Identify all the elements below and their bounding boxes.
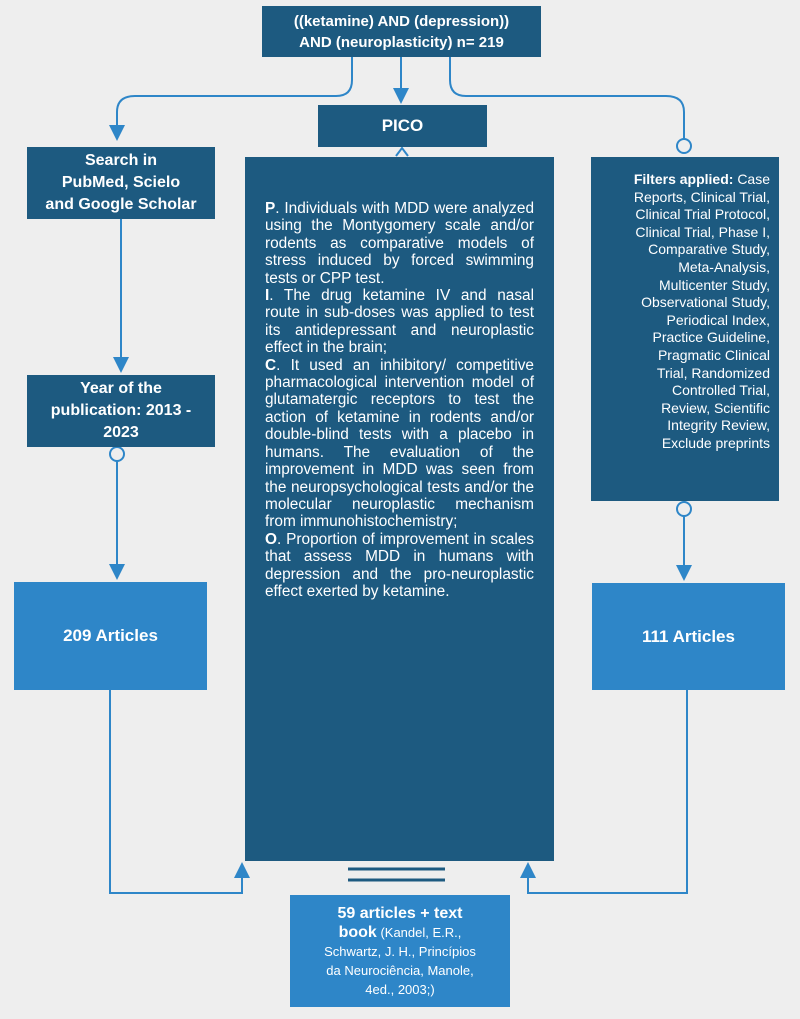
query-to-search-arrow (109, 57, 353, 141)
pico-criteria-text: P. Individuals with MDD were analyzed us… (265, 200, 534, 600)
final-line-3: Schwartz, J. H., Princípios (324, 943, 476, 959)
query-to-filters-line (449, 57, 685, 139)
year-line-2: publication: 2013 - (50, 402, 192, 419)
filters-connector-node (676, 138, 692, 154)
criterion-population: P. Individuals with MDD were analyzed us… (265, 200, 534, 287)
year-connector-node (109, 446, 125, 462)
filters-line: Observational Study, (641, 294, 770, 311)
query-line-1: ((ketamine) AND (depression)) (293, 12, 510, 30)
pico-criteria-box: P. Individuals with MDD were analyzed us… (245, 157, 554, 861)
right-results-count: 111 Articles (642, 626, 735, 646)
pico-title-box: PICO (318, 105, 487, 147)
filters-line: Integrity Review, (667, 417, 770, 434)
filters-applied-box: Filters applied: Case Reports, Clinical … (591, 157, 779, 501)
publication-year-box: Year of the publication: 2013 - 2023 (27, 375, 215, 447)
final-selection-box: 59 articles + text book (Kandel, E.R., S… (290, 895, 510, 1007)
criterion-intervention: I. The drug ketamine IV and nasal route … (265, 287, 534, 357)
filters-line: Periodical Index, (666, 311, 770, 328)
pico-pointer-icon (395, 146, 409, 157)
left-results-count: 209 Articles (63, 626, 158, 645)
filters-text: Filters applied: Case Reports, Clinical … (597, 171, 770, 453)
search-sources-box: Search in PubMed, Scielo and Google Scho… (27, 147, 215, 219)
filters-line: Comparative Study, (648, 241, 770, 258)
left-results-box: 209 Articles (14, 582, 207, 690)
filters-first-line: Filters applied: Case (633, 171, 770, 187)
final-line-4: da Neurociência, Manole, (326, 962, 474, 978)
query-line-2: AND (neuroplasticity) n= 219 (299, 33, 504, 51)
final-line-1: 59 articles + text (337, 904, 463, 922)
filters-line: Pragmatic Clinical (657, 346, 770, 363)
filters-line: Trial, Randomized (656, 364, 770, 381)
criterion-outcome: O. Proportion of improvement in scales t… (265, 530, 534, 600)
search-line-2: PubMed, Scielo (61, 174, 181, 191)
filters-line: Multicenter Study, (658, 276, 770, 293)
filters-label: Filters applied: (633, 171, 734, 187)
year-line-3: 2023 (103, 424, 139, 441)
search-line-3: and Google Scholar (45, 196, 197, 213)
final-line-5: 4ed., 2003;) (365, 981, 435, 997)
filters-line: Reports, Clinical Trial, (633, 188, 770, 205)
filters-line: Controlled Trial, (671, 382, 770, 399)
filters-out-connector-node (676, 501, 692, 517)
filters-line: Clinical Trial Protocol, (635, 206, 770, 223)
year-line-1: Year of the (80, 380, 162, 397)
filters-line: Exclude preprints (661, 434, 770, 451)
criterion-comparison: C. It used an inhibitory/ competitive ph… (265, 356, 534, 531)
filters-line: Practice Guideline, (652, 329, 770, 346)
search-line-1: Search in (84, 152, 158, 169)
filters-line: Clinical Trial, Phase I, (635, 223, 770, 240)
filters-line: Meta-Analysis, (678, 258, 770, 275)
pico-title: PICO (381, 116, 424, 135)
right-results-box: 111 Articles (592, 583, 785, 690)
right-to-criteria-arrow (520, 690, 688, 894)
final-line-2: book (Kandel, E.R., (338, 923, 462, 941)
filters-line: Review, Scientific (661, 399, 770, 416)
left-to-criteria-arrow (109, 690, 250, 894)
search-query-box: ((ketamine) AND (depression)) AND (neuro… (262, 6, 541, 57)
